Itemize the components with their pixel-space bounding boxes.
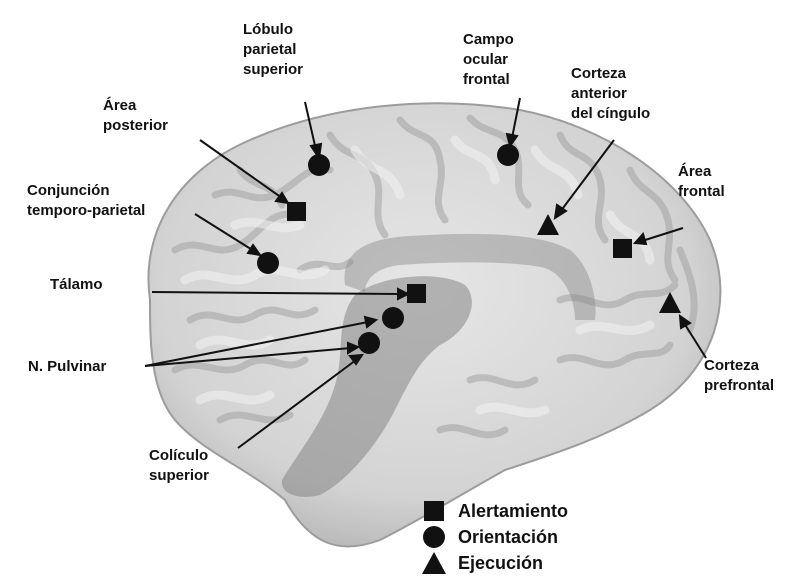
triangle-icon: [422, 552, 446, 574]
label-pulvinar: N. Pulvinar: [28, 358, 107, 375]
label-lobulo-parietal: Lóbulo parietal superior: [243, 21, 304, 78]
legend-item-alertamiento: Alertamiento: [420, 499, 568, 523]
label-campo-ocular: Campo ocular frontal: [463, 31, 514, 88]
arrow-pulvinar-1: [144, 321, 369, 367]
legend-label: Orientación: [458, 526, 559, 547]
legend-label: Ejecución: [458, 552, 544, 573]
arrow-pulvinar-2: [144, 347, 352, 367]
pointer-lines: [144, 97, 707, 449]
marker-square-area-posterior: [287, 202, 306, 221]
label-area-posterior: Área posterior: [103, 97, 169, 134]
arrow-lobulo: [304, 101, 317, 151]
legend-item-ejecucion: Ejecución: [420, 551, 543, 575]
label-corteza-cingulo: Corteza anterior del cíngulo: [571, 65, 651, 122]
marker-circle-coliculo: [358, 332, 380, 354]
arrow-cingulo: [559, 139, 615, 213]
legend-item-orientacion: Orientación: [420, 525, 558, 549]
marker-square-area-frontal: [613, 239, 632, 258]
label-conjuncion: Conjunción temporo-parietal: [27, 182, 146, 219]
brainstem-band: [281, 276, 472, 497]
arrow-talamo: [151, 291, 402, 295]
legend-label: Alertamiento: [458, 500, 569, 521]
label-area-frontal: Área frontal: [678, 163, 725, 200]
arrow-area-posterior: [199, 139, 283, 199]
marker-circle-pulvinar: [382, 307, 404, 329]
arrow-prefrontal: [683, 322, 707, 359]
arrow-coliculo: [237, 359, 357, 449]
marker-circle-lobulo-parietal: [308, 154, 330, 176]
arrow-campo: [511, 97, 521, 139]
label-talamo: Tálamo: [50, 276, 103, 293]
arrow-conjuncion: [194, 213, 255, 252]
marker-square-talamo: [407, 284, 426, 303]
marker-circle-campo-ocular: [497, 144, 519, 166]
label-corteza-prefrontal: Corteza prefrontal: [704, 357, 775, 394]
markers: [257, 144, 681, 354]
arrow-area-frontal: [641, 227, 684, 242]
marker-circle-conjuncion: [257, 252, 279, 274]
marker-triangle-prefrontal: [659, 292, 681, 313]
cingulate-band: [344, 233, 596, 320]
circle-icon: [423, 526, 445, 548]
label-coliculo: Colículo superior: [149, 447, 210, 484]
square-icon: [424, 501, 444, 521]
gyri-texture: [171, 114, 698, 439]
marker-triangle-cingulo: [537, 214, 559, 235]
